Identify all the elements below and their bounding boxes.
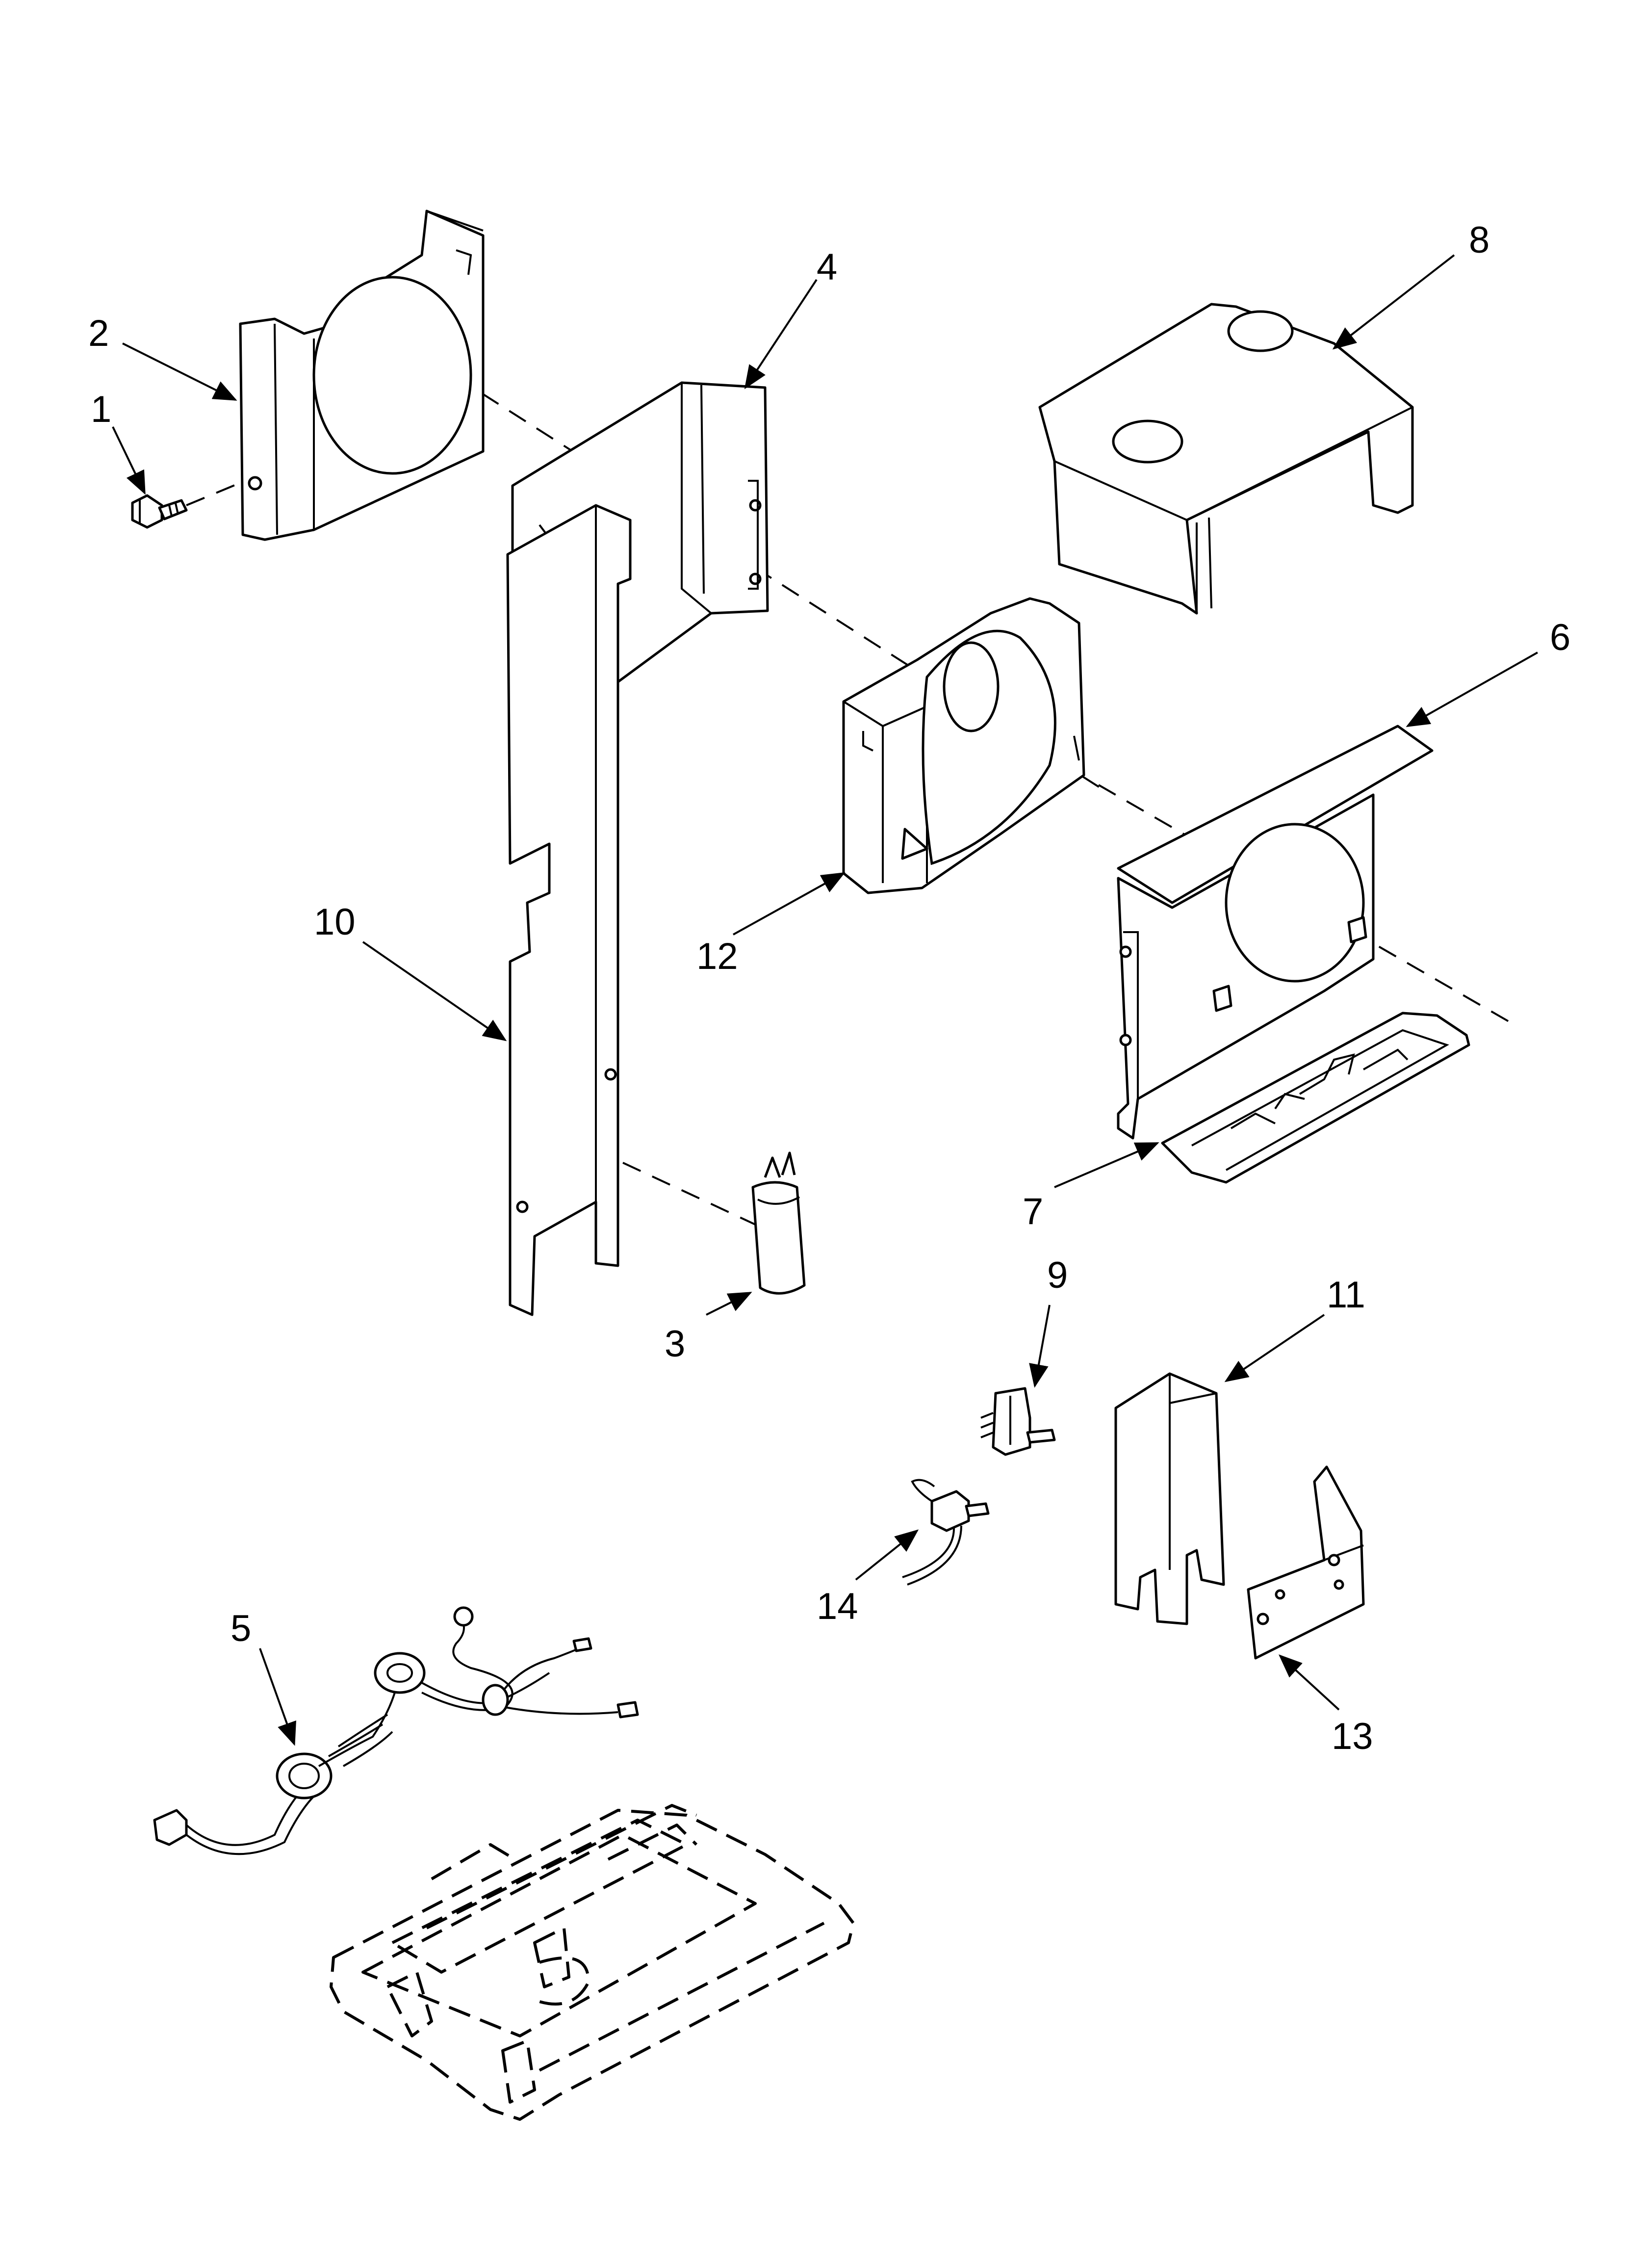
part-2-scroll-half: [239, 209, 485, 541]
part-13-mounting-bracket: [1247, 1465, 1365, 1660]
callout-5: 5: [231, 1608, 251, 1649]
part-1-screw: [131, 494, 188, 529]
part-12-blower-housing: [842, 597, 1085, 894]
part-8-shroud: [1038, 303, 1414, 615]
callout-13: 13: [1332, 1716, 1373, 1757]
part-10-bracket: [506, 504, 632, 1316]
callout-12: 12: [696, 936, 738, 977]
callout-14: 14: [817, 1586, 858, 1627]
callout-8: 8: [1469, 219, 1489, 261]
callout-10: 10: [314, 901, 356, 943]
callout-6: 6: [1550, 617, 1570, 658]
callout-7: 7: [1023, 1191, 1043, 1232]
leader-arrows: [112, 254, 1538, 1746]
callout-11: 11: [1327, 1274, 1365, 1316]
part-7-base-tray: [1161, 1012, 1470, 1184]
part-6-fan-panel: [1117, 725, 1434, 1140]
callout-4: 4: [817, 246, 837, 288]
part-14-thermostat: [902, 1479, 990, 1586]
callout-9: 9: [1047, 1254, 1068, 1296]
chassis-base-phantom: [330, 1804, 855, 2121]
callout-labels: 1 2 4 8 6 12 10 7 3 9 11 14 13 5: [88, 219, 1570, 1757]
part-9-control-switch: [980, 1387, 1056, 1456]
part-5-power-cord-harness: [153, 1606, 639, 1855]
part-11-channel-cover: [1114, 1372, 1225, 1625]
callout-1: 1: [91, 389, 111, 430]
callout-2: 2: [88, 313, 109, 354]
part-3-capacitor: [751, 1151, 806, 1295]
callout-3: 3: [665, 1323, 685, 1365]
